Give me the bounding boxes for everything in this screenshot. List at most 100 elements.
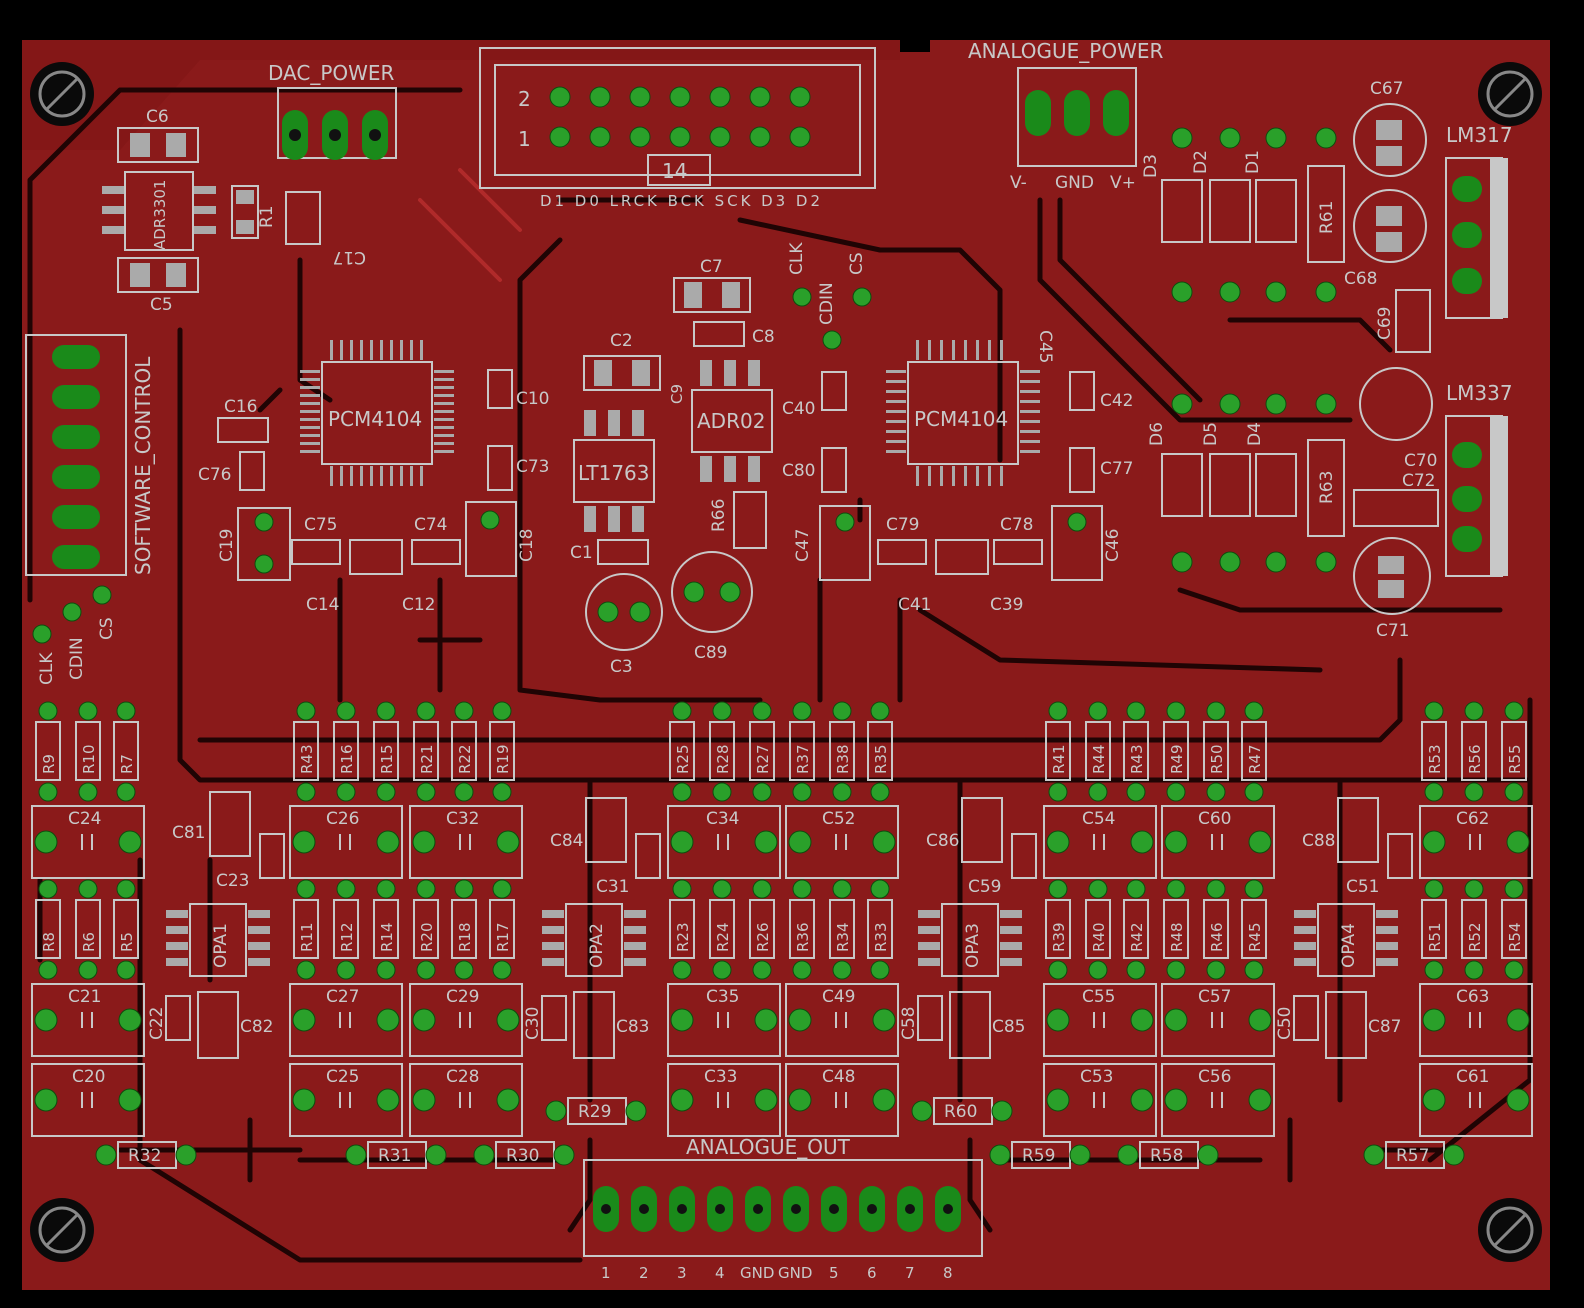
cap-c83[interactable] [573, 991, 615, 1059]
ic-adr3301[interactable] [102, 171, 216, 251]
res-top-r37-12[interactable]: R37 [789, 701, 815, 802]
cap-c79[interactable] [877, 539, 927, 565]
cap-r1-pair[interactable] [285, 191, 321, 245]
cap-c56[interactable] [1161, 1063, 1275, 1137]
cap-c72[interactable] [1353, 489, 1439, 527]
cap-c60[interactable] [1161, 805, 1275, 879]
cap-c73[interactable] [487, 445, 513, 491]
res-top-r44-16[interactable]: R44 [1085, 701, 1111, 802]
cap-c35[interactable] [667, 983, 781, 1057]
cap-c33[interactable] [667, 1063, 781, 1137]
ic-opa4[interactable] [1294, 903, 1398, 977]
res-top-r50-19[interactable]: R50 [1203, 701, 1229, 802]
res-mid-r36[interactable]: R36 [789, 879, 815, 980]
res-r57[interactable] [1363, 1141, 1465, 1169]
cap-c24[interactable] [31, 805, 145, 879]
analogue-out-connector[interactable] [583, 1159, 983, 1257]
ctrl-pad-cs-left[interactable] [92, 585, 112, 605]
software-control-connector[interactable] [25, 334, 127, 576]
res-mid-r33[interactable]: R33 [867, 879, 893, 980]
cap-c42[interactable] [1069, 371, 1095, 411]
cap-c51[interactable] [1387, 833, 1413, 879]
ctrl-pad-cs-top[interactable] [852, 287, 872, 307]
cap-c59[interactable] [1011, 833, 1037, 879]
ctrl-pad-clk-left[interactable] [32, 624, 52, 644]
cap-c3[interactable] [585, 573, 663, 651]
cap-c26[interactable] [289, 805, 403, 879]
cap-c70[interactable] [1359, 367, 1433, 441]
cap-c32[interactable] [409, 805, 523, 879]
res-mid-r8[interactable]: R8 [35, 879, 61, 980]
cap-c84[interactable] [585, 797, 627, 863]
cap-c68[interactable] [1353, 189, 1427, 263]
res-mid-r46[interactable]: R46 [1203, 879, 1229, 980]
res-top-r7-2[interactable]: R7 [113, 701, 139, 802]
cap-c34[interactable] [667, 805, 781, 879]
cap-c86[interactable] [961, 797, 1003, 863]
idc-header-connector[interactable] [479, 47, 876, 189]
cap-c10[interactable] [487, 369, 513, 409]
res-mid-r6[interactable]: R6 [75, 879, 101, 980]
res-top-r22-7[interactable]: R22 [451, 701, 477, 802]
res-mid-r23[interactable]: R23 [669, 879, 695, 980]
res-top-r16-4[interactable]: R16 [333, 701, 359, 802]
cap-c20[interactable] [31, 1063, 145, 1137]
diode-d1[interactable] [1255, 127, 1297, 303]
res-mid-r14[interactable]: R14 [373, 879, 399, 980]
res-r63[interactable] [1307, 393, 1345, 573]
res-top-r43-17[interactable]: R43 [1123, 701, 1149, 802]
res-top-r56-22[interactable]: R56 [1461, 701, 1487, 802]
res-top-r21-6[interactable]: R21 [413, 701, 439, 802]
cap-c25[interactable] [289, 1063, 403, 1137]
cap-c14-c12-block[interactable] [349, 539, 403, 575]
res-r29[interactable] [545, 1097, 647, 1125]
res-r61[interactable] [1307, 127, 1345, 303]
res-r66[interactable] [733, 491, 767, 549]
cap-c52[interactable] [785, 805, 899, 879]
diode-d3[interactable] [1161, 127, 1203, 303]
cap-c31[interactable] [635, 833, 661, 879]
ctrl-pad-clk-top[interactable] [792, 287, 812, 307]
res-mid-r52[interactable]: R52 [1461, 879, 1487, 980]
cap-c75[interactable] [291, 539, 341, 565]
res-top-r10-1[interactable]: R10 [75, 701, 101, 802]
cap-c19[interactable] [237, 507, 291, 581]
analogue-power-connector[interactable] [1017, 67, 1137, 167]
ic-adr02[interactable] [691, 360, 773, 482]
cap-c61[interactable] [1419, 1063, 1533, 1137]
res-mid-r26[interactable]: R26 [749, 879, 775, 980]
cap-c78[interactable] [993, 539, 1043, 565]
cap-c54[interactable] [1043, 805, 1157, 879]
dac-power-connector[interactable] [277, 87, 397, 160]
cap-c82[interactable] [197, 991, 239, 1059]
res-top-r43-3[interactable]: R43 [293, 701, 319, 802]
res-r58[interactable] [1117, 1141, 1219, 1169]
cap-c1[interactable] [597, 539, 649, 565]
res-mid-r45[interactable]: R45 [1241, 879, 1267, 980]
res-top-r28-10[interactable]: R28 [709, 701, 735, 802]
res-mid-r51[interactable]: R51 [1421, 879, 1447, 980]
res-top-r49-18[interactable]: R49 [1163, 701, 1189, 802]
ic-opa1[interactable] [166, 903, 270, 977]
cap-c23[interactable] [259, 833, 285, 879]
ic-pcm4104-left[interactable] [300, 340, 454, 486]
res-r60[interactable] [911, 1097, 1013, 1125]
res-mid-r12[interactable]: R12 [333, 879, 359, 980]
cap-c58[interactable] [917, 995, 943, 1041]
res-r59[interactable] [989, 1141, 1091, 1169]
cap-c67[interactable] [1353, 103, 1427, 177]
diode-d6[interactable] [1161, 393, 1203, 573]
regulator-lm337[interactable] [1445, 415, 1508, 577]
ic-pcm4104-right[interactable] [886, 340, 1040, 486]
res-mid-r54[interactable]: R54 [1501, 879, 1527, 980]
res-top-r53-21[interactable]: R53 [1421, 701, 1447, 802]
res-mid-r5[interactable]: R5 [113, 879, 139, 980]
cap-c18[interactable] [465, 501, 517, 577]
cap-c47[interactable] [819, 505, 871, 581]
res-r31[interactable] [345, 1141, 447, 1169]
res-top-r55-23[interactable]: R55 [1501, 701, 1527, 802]
ctrl-pad-cdin-left[interactable] [62, 602, 82, 622]
cap-c41-c39-block[interactable] [935, 539, 989, 575]
res-mid-r20[interactable]: R20 [413, 879, 439, 980]
